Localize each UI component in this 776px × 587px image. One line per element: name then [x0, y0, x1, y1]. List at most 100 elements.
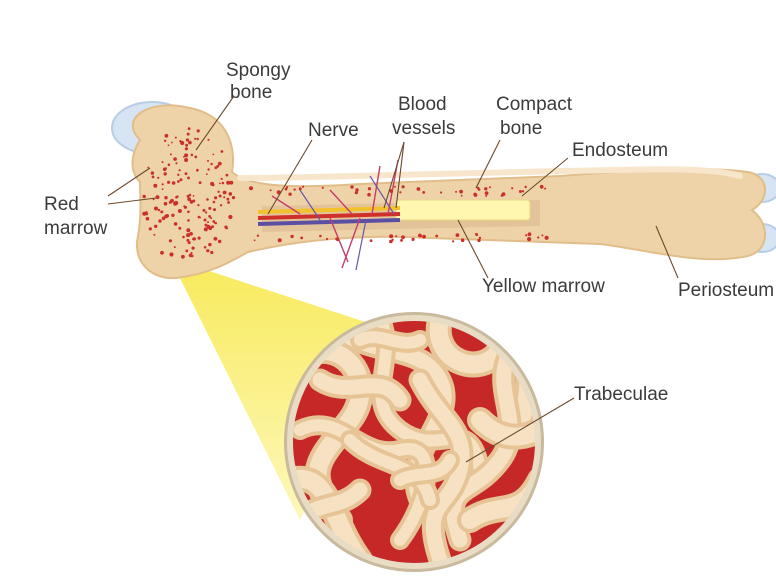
marrow-dot	[149, 227, 152, 230]
marrow-dot	[165, 134, 169, 138]
marrow-dot	[300, 237, 303, 240]
label-red-marrow: Red marrow	[44, 194, 108, 239]
marrow-dot	[390, 190, 393, 193]
marrow-dot	[206, 198, 209, 201]
marrow-dot	[422, 235, 426, 239]
marrow-dot	[522, 190, 524, 192]
marrow-dot	[174, 246, 176, 248]
marrow-dot	[206, 249, 209, 252]
marrow-dot	[216, 165, 219, 168]
marrow-dot	[204, 227, 208, 231]
marrow-dot	[197, 129, 200, 132]
marrow-dot	[186, 239, 189, 242]
marrow-dot	[368, 187, 371, 190]
marrow-dot	[435, 235, 438, 238]
marrow-dot	[210, 163, 212, 165]
marrow-dot	[164, 140, 166, 142]
marrow-dot	[143, 195, 146, 198]
yellow-marrow-core	[396, 200, 530, 220]
marrow-dot	[528, 232, 532, 236]
marrow-dot	[193, 195, 195, 197]
label-periosteum: Periosteum	[678, 280, 774, 301]
marrow-dot	[162, 183, 164, 185]
marrow-dot	[196, 169, 199, 172]
marrow-dot	[459, 190, 463, 194]
marrow-dot	[174, 222, 178, 226]
marrow-dot	[194, 156, 197, 159]
marrow-dot	[160, 251, 164, 255]
marrow-dot	[158, 209, 160, 211]
marrow-dot	[335, 237, 338, 240]
marrow-dot	[489, 186, 491, 188]
marrow-dot	[180, 141, 184, 145]
marrow-dot	[205, 211, 207, 213]
marrow-dot	[207, 168, 209, 170]
marrow-dot	[227, 198, 230, 201]
marrow-dot	[179, 169, 181, 171]
marrow-dot	[477, 239, 480, 242]
marrow-dot	[192, 238, 194, 240]
marrow-dot	[485, 191, 489, 195]
label-blood-vessels: Blood vessels	[392, 94, 455, 139]
marrow-dot	[204, 219, 207, 222]
marrow-dot	[217, 191, 219, 193]
marrow-dot	[479, 237, 481, 239]
marrow-dot	[171, 214, 174, 217]
marrow-dot	[181, 255, 185, 259]
marrow-dot	[167, 181, 170, 184]
marrow-dot	[146, 211, 148, 213]
marrow-dot	[175, 137, 177, 139]
marrow-dot	[186, 228, 190, 232]
marrow-dot	[461, 195, 463, 197]
marrow-dot	[422, 191, 425, 194]
marrow-dot	[197, 204, 199, 206]
marrow-dot	[175, 162, 177, 164]
marrow-dot	[302, 186, 304, 188]
marrow-dot	[213, 201, 216, 204]
marrow-dot	[177, 180, 180, 183]
marrow-dot	[205, 224, 208, 227]
marrow-dot	[175, 196, 178, 199]
marrow-dot	[210, 182, 214, 186]
marrow-dot	[544, 188, 546, 190]
marrow-dot	[187, 133, 190, 136]
marrow-dot	[540, 185, 544, 189]
marrow-dot	[162, 161, 164, 163]
marrow-dot	[208, 243, 211, 246]
marrow-dot	[286, 186, 288, 188]
marrow-dot	[153, 184, 157, 188]
marrow-dot	[485, 195, 487, 197]
marrow-dot	[288, 193, 291, 196]
marrow-dot	[222, 182, 225, 185]
marrow-dot	[207, 139, 209, 141]
marrow-dot	[440, 191, 442, 193]
marrow-dot	[172, 181, 176, 185]
marrow-dot	[519, 190, 522, 193]
marrow-dot	[395, 235, 397, 237]
marrow-dot	[189, 254, 192, 257]
marrow-dot	[211, 225, 214, 228]
marrow-dot	[456, 233, 460, 237]
marrow-dot	[478, 188, 481, 191]
marrow-dot	[204, 246, 207, 249]
marrow-dot	[254, 239, 256, 241]
marrow-dot	[355, 188, 358, 191]
marrow-dot	[541, 234, 543, 236]
marrow-dot	[171, 142, 173, 144]
marrow-dot	[164, 202, 168, 206]
label-trabeculae: Trabeculae	[574, 384, 668, 405]
marrow-dot	[412, 238, 415, 241]
marrow-dot	[299, 187, 302, 190]
marrow-dot	[392, 239, 394, 241]
marrow-dot	[290, 235, 293, 238]
marrow-dot	[156, 195, 159, 198]
marrow-dot	[326, 238, 328, 240]
marrow-dot	[189, 194, 192, 197]
marrow-dot	[173, 157, 177, 161]
marrow-dot	[232, 196, 235, 199]
marrow-dot	[270, 189, 272, 191]
marrow-dot	[185, 250, 188, 253]
marrow-dot	[367, 193, 371, 197]
marrow-dot	[218, 162, 222, 166]
marrow-dot	[186, 138, 189, 141]
